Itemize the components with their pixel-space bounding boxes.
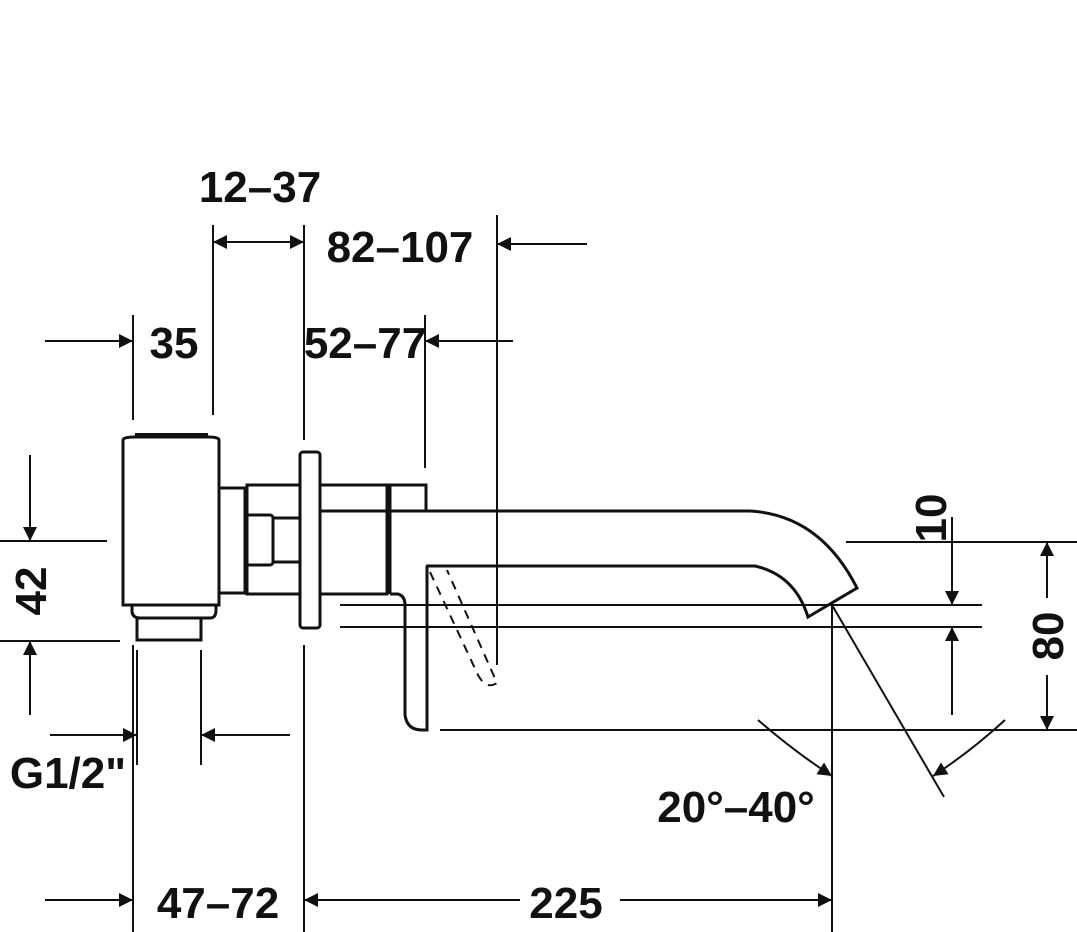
thread-size: G1/2" (10, 749, 126, 798)
spout (320, 509, 859, 620)
dim-225: 225 (529, 879, 602, 928)
thread (220, 486, 247, 595)
dim-52-77: 52–77 (304, 319, 426, 368)
dim-47-72: 47–72 (157, 879, 279, 928)
mixer-body (121, 435, 221, 607)
dim-82-107: 82–107 (327, 223, 474, 272)
wall-flange (298, 450, 322, 630)
faucet-outline (121, 433, 859, 732)
dim-42: 42 (7, 567, 56, 616)
dim-35: 35 (150, 319, 199, 368)
lever-handle (390, 566, 429, 732)
extension-lines (0, 215, 1077, 932)
dim-angle: 20°–40° (657, 783, 815, 832)
dimension-arrows (23, 235, 1054, 907)
dim-12-37: 12–37 (199, 163, 321, 212)
dim-10: 10 (907, 494, 956, 543)
lever-alt-position (429, 569, 499, 687)
dim-80: 80 (1024, 612, 1073, 661)
